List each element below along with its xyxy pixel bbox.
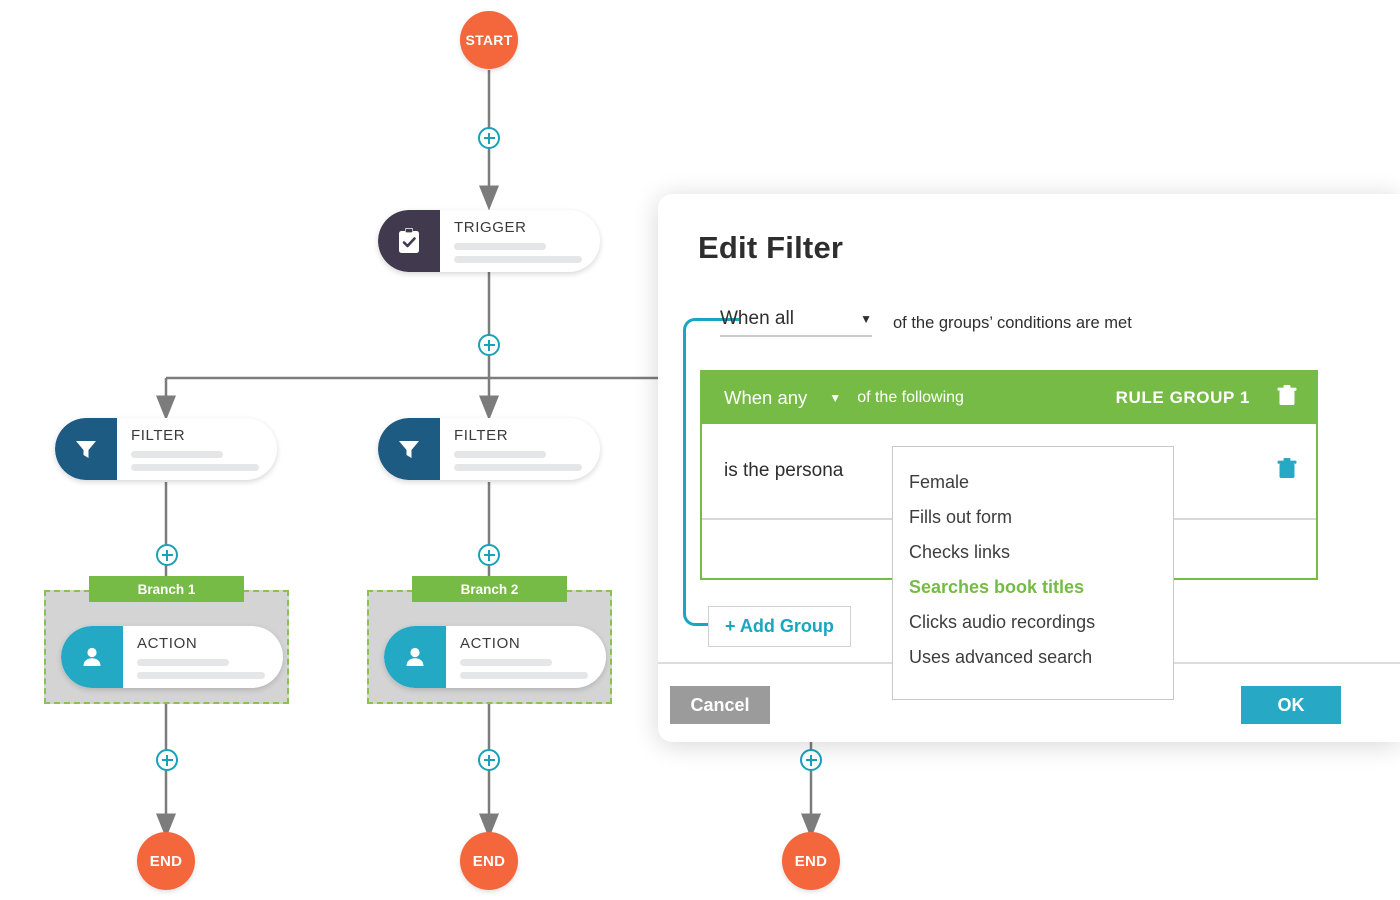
node-action-1[interactable]: ACTION — [61, 626, 283, 688]
clipboard-check-icon — [378, 210, 456, 272]
rule-group-name: RULE GROUP 1 — [1115, 388, 1250, 407]
end-label: END — [472, 852, 506, 870]
ok-button[interactable]: OK — [1241, 686, 1341, 724]
trash-icon[interactable] — [1276, 457, 1298, 485]
person-icon — [384, 626, 462, 688]
add-step-icon[interactable] — [156, 544, 178, 566]
add-step-icon[interactable] — [156, 749, 178, 771]
chevron-down-icon[interactable]: ▼ — [829, 391, 842, 405]
add-step-icon[interactable] — [800, 749, 822, 771]
rule-match-suffix: of the following — [857, 389, 964, 406]
placeholder-bar — [454, 256, 582, 263]
person-icon — [61, 626, 139, 688]
placeholder-bar — [460, 659, 552, 666]
node-filter-1[interactable]: FILTER — [55, 418, 277, 480]
end-node-2[interactable]: END — [460, 832, 518, 890]
funnel-icon — [378, 418, 456, 480]
dropdown-option-selected[interactable]: Searches book titles — [909, 577, 1085, 597]
placeholder-bar — [137, 672, 265, 679]
dropdown-option[interactable]: Checks links — [909, 542, 1011, 562]
placeholder-bar — [131, 464, 259, 471]
node-filter-2[interactable]: FILTER — [378, 418, 600, 480]
end-label: END — [149, 852, 183, 870]
cancel-button[interactable]: Cancel — [670, 686, 770, 724]
end-node-1[interactable]: END — [137, 832, 195, 890]
dialog-title: Edit Filter — [698, 230, 844, 265]
node-title: FILTER — [131, 427, 186, 444]
start-label: START — [465, 32, 513, 48]
funnel-icon — [55, 418, 133, 480]
end-label: END — [794, 852, 828, 870]
placeholder-bar — [454, 243, 546, 250]
node-title: ACTION — [137, 635, 198, 652]
node-title: FILTER — [454, 427, 509, 444]
placeholder-bar — [454, 464, 582, 471]
group-match-value: When all — [720, 308, 794, 329]
rule-group-header: When any ▼ of the following RULE GROUP 1 — [702, 372, 1316, 424]
dropdown-option[interactable]: Female — [909, 472, 970, 492]
node-body: TRIGGER — [440, 219, 600, 263]
node-trigger[interactable]: TRIGGER — [378, 210, 600, 272]
rule-label: is the persona — [724, 460, 844, 481]
dropdown-option[interactable]: Clicks audio recordings — [909, 612, 1096, 632]
node-body: FILTER — [440, 427, 600, 471]
branch-label-2[interactable]: Branch 2 — [412, 576, 567, 602]
end-node-3[interactable]: END — [782, 832, 840, 890]
trash-icon[interactable] — [1276, 384, 1298, 412]
node-title: TRIGGER — [454, 219, 527, 236]
group-match-suffix: of the groups’ conditions are met — [893, 314, 1132, 332]
placeholder-bar — [137, 659, 229, 666]
group-match-row: When all ▼ of the groups’ conditions are… — [720, 308, 1132, 337]
add-group-button[interactable]: + Add Group — [708, 606, 851, 647]
persona-options-dropdown[interactable]: Female Fills out form Checks links Searc… — [892, 446, 1174, 700]
rule-match-value[interactable]: When any — [724, 387, 808, 408]
add-step-icon[interactable] — [478, 749, 500, 771]
node-body: FILTER — [117, 427, 277, 471]
add-step-icon[interactable] — [478, 127, 500, 149]
chevron-down-icon: ▼ — [860, 312, 872, 326]
group-match-select[interactable]: When all ▼ — [720, 308, 872, 337]
add-step-icon[interactable] — [478, 334, 500, 356]
dropdown-option[interactable]: Fills out form — [909, 507, 1013, 527]
add-step-icon[interactable] — [478, 544, 500, 566]
branch-label-text: Branch 2 — [460, 581, 519, 597]
dropdown-option[interactable]: Uses advanced search — [909, 647, 1093, 667]
placeholder-bar — [460, 672, 588, 679]
branch-label-text: Branch 1 — [137, 581, 196, 597]
placeholder-bar — [131, 451, 223, 458]
placeholder-bar — [454, 451, 546, 458]
node-body: ACTION — [123, 635, 283, 679]
node-body: ACTION — [446, 635, 606, 679]
node-action-2[interactable]: ACTION — [384, 626, 606, 688]
start-node[interactable]: START — [460, 11, 518, 69]
branch-label-1[interactable]: Branch 1 — [89, 576, 244, 602]
node-title: ACTION — [460, 635, 521, 652]
